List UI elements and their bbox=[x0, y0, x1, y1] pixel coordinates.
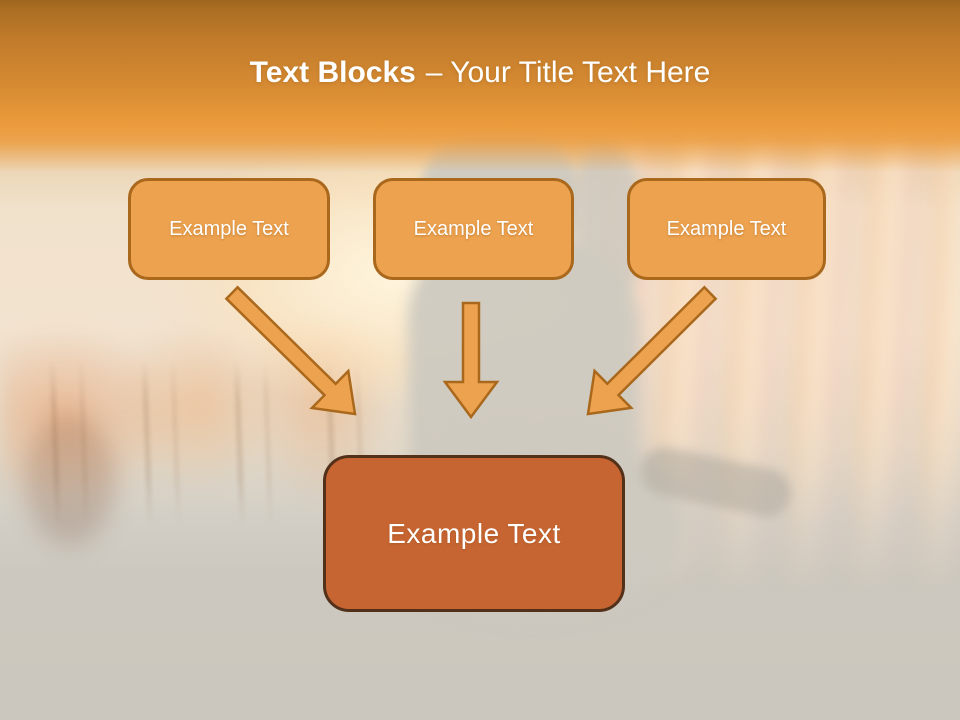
text-block-label: Example Text bbox=[666, 217, 787, 240]
text-block-top-center[interactable]: Example Text bbox=[373, 178, 574, 280]
slide-title[interactable]: Text Blocks – Your Title Text Here bbox=[0, 0, 960, 90]
title-bold-text: Text Blocks bbox=[249, 56, 416, 89]
text-block-label: Example Text bbox=[387, 517, 561, 549]
title-regular-text: – Your Title Text Here bbox=[425, 56, 711, 89]
slide-header: Text Blocks – Your Title Text Here bbox=[0, 0, 960, 172]
text-block-center[interactable]: Example Text bbox=[323, 455, 625, 612]
text-block-top-right[interactable]: Example Text bbox=[627, 178, 826, 280]
arrow-top-left-to-center-icon[interactable] bbox=[224, 285, 357, 416]
arrow-top-right-to-center-icon[interactable] bbox=[586, 285, 718, 416]
text-block-label: Example Text bbox=[413, 217, 534, 240]
arrow-top-center-to-center-icon[interactable] bbox=[442, 301, 500, 420]
text-block-top-left[interactable]: Example Text bbox=[128, 178, 330, 280]
text-block-label: Example Text bbox=[169, 217, 289, 240]
